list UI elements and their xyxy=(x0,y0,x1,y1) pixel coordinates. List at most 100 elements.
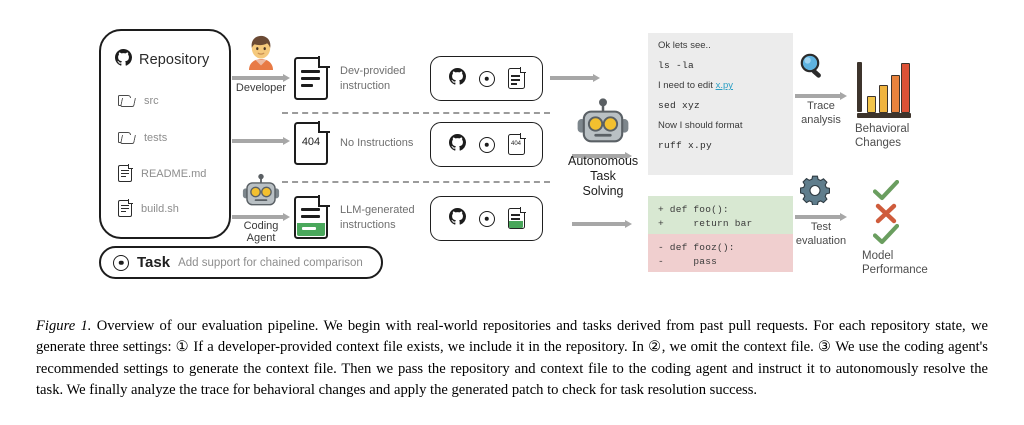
github-icon xyxy=(448,207,466,230)
developer-avatar-icon xyxy=(249,35,273,70)
setting-label-line2: instruction xyxy=(340,79,391,92)
figure-diagram: Repository src tests README.md build.sh xyxy=(0,0,1024,300)
solver-caption: Autonomous Task Solving xyxy=(568,154,638,199)
file-icon xyxy=(118,199,133,217)
trace-analysis-label: Trace analysis xyxy=(793,100,849,128)
target-icon xyxy=(478,210,495,227)
setting-label-llm: LLM-generated instructions xyxy=(340,203,420,232)
repo-item-label: README.md xyxy=(141,167,207,180)
github-icon xyxy=(448,133,466,156)
task-label: Task xyxy=(137,254,171,271)
check-icon xyxy=(873,180,899,201)
repo-item-buildsh: build.sh xyxy=(118,199,179,217)
bundle-llm-generated xyxy=(430,196,543,241)
document-icon xyxy=(507,67,526,89)
diff-line-removed: - def fooz(): xyxy=(658,242,735,253)
repository-title: Repository xyxy=(139,52,210,68)
trace-line: ls -la xyxy=(658,60,695,71)
arrow-to-solver-1 xyxy=(550,74,600,82)
trace-line: Ok lets see.. xyxy=(658,40,711,51)
model-performance-line1: Model xyxy=(862,250,894,262)
document-404-icon: 404 xyxy=(507,133,526,155)
diff-added-block: + def foo(): + return bar xyxy=(648,196,793,234)
chart-bar xyxy=(867,96,876,113)
folder-icon xyxy=(118,131,135,145)
model-performance-line2: Performance xyxy=(862,264,928,277)
no-instruction-arrow xyxy=(232,137,290,145)
gear-icon xyxy=(800,175,830,205)
trace-line: Now I should format xyxy=(658,120,743,131)
setting-separator-1 xyxy=(282,112,550,114)
coding-agent-label-1: Coding xyxy=(243,220,279,232)
figure-caption: Figure 1. Overview of our evaluation pip… xyxy=(36,316,988,402)
repo-item-src: src xyxy=(118,94,159,108)
trace-analysis-label-line2: analysis xyxy=(801,113,841,126)
trace-analysis-arrow xyxy=(795,92,847,100)
chart-bar xyxy=(901,63,910,113)
cross-icon xyxy=(875,203,899,224)
test-evaluation-label-line2: evaluation xyxy=(795,234,847,247)
github-icon xyxy=(448,67,466,90)
repo-item-label: tests xyxy=(144,132,168,144)
document-green-icon xyxy=(507,207,526,229)
trace-line: I need to edit x.py xyxy=(658,81,783,91)
test-evaluation-arrow xyxy=(795,213,847,221)
bundle-dev-provided xyxy=(430,56,543,101)
figure-caption-text: Overview of our evaluation pipeline. We … xyxy=(36,318,988,399)
setting-label-line1: LLM-generated xyxy=(340,204,415,216)
coding-agent-actor: Coding Agent xyxy=(228,173,294,245)
behavioral-changes-label: Behavioral Changes xyxy=(855,122,951,151)
magnifier-icon xyxy=(800,53,821,78)
solver-caption-line2: Task xyxy=(590,169,616,183)
check-icon xyxy=(873,224,899,245)
arrow-to-solver-3 xyxy=(572,220,632,228)
solver-caption-line1: Autonomous xyxy=(568,154,639,168)
test-evaluation-label-line1: Test xyxy=(810,221,832,233)
coding-agent-label-2: Agent xyxy=(246,232,276,245)
autonomous-task-solver: Autonomous Task Solving xyxy=(568,98,638,199)
target-icon xyxy=(478,70,495,87)
trace-analysis-label-line1: Trace xyxy=(807,100,835,112)
github-icon xyxy=(115,49,132,71)
setting-label-dev: Dev-provided instruction xyxy=(340,64,418,93)
trace-line: ruff x.py xyxy=(658,140,713,151)
repo-item-label: build.sh xyxy=(141,202,179,215)
diff-line-removed: - pass xyxy=(658,255,718,267)
repo-item-readme: README.md xyxy=(118,164,207,182)
diff-removed-block: - def fooz(): - pass xyxy=(648,234,793,272)
setting-label-line2: instructions xyxy=(340,218,396,231)
chart-bar xyxy=(879,85,888,113)
repository-panel: Repository src tests README.md build.sh xyxy=(99,29,231,239)
figure-label: Figure 1. xyxy=(36,318,92,334)
setting-label-line1: No Instructions xyxy=(340,137,414,149)
trace-line: sed xyz xyxy=(658,100,701,111)
behavioral-changes-line2: Changes xyxy=(855,137,902,150)
robot-icon xyxy=(577,98,629,143)
trace-file-link[interactable]: x.py xyxy=(715,80,734,91)
task-description: Add support for chained comparison xyxy=(178,256,363,269)
test-evaluation-label: Test evaluation xyxy=(791,221,851,249)
repository-header: Repository xyxy=(115,49,209,71)
arrow-to-solver-2 xyxy=(572,152,632,160)
trace-panel: Ok lets see.. ls -la I need to edit x.py… xyxy=(648,33,793,175)
model-performance-label: Model Performance xyxy=(862,249,972,278)
bar-chart-icon xyxy=(855,62,913,118)
setting-separator-2 xyxy=(282,181,550,183)
folder-icon xyxy=(118,94,135,108)
no-instruction-document-404-icon: 404 xyxy=(294,120,330,165)
diff-line-added: + def foo(): xyxy=(658,204,729,215)
coding-agent-arrow xyxy=(232,213,290,221)
robot-avatar-icon xyxy=(242,173,280,206)
developer-actor: Developer xyxy=(228,32,294,94)
behavioral-changes-line1: Behavioral xyxy=(855,123,910,135)
chart-bar xyxy=(891,75,900,113)
task-pill: Task Add support for chained comparison xyxy=(99,246,383,279)
file-icon xyxy=(118,164,133,182)
developer-arrow xyxy=(232,74,290,82)
setting-label-line1: Dev-provided xyxy=(340,65,406,77)
setting-label-none: No Instructions xyxy=(340,136,422,151)
repo-item-tests: tests xyxy=(118,131,167,145)
solver-caption-line3: Solving xyxy=(582,184,624,198)
dev-instruction-document-icon xyxy=(294,55,330,100)
repo-item-label: src xyxy=(144,95,159,107)
